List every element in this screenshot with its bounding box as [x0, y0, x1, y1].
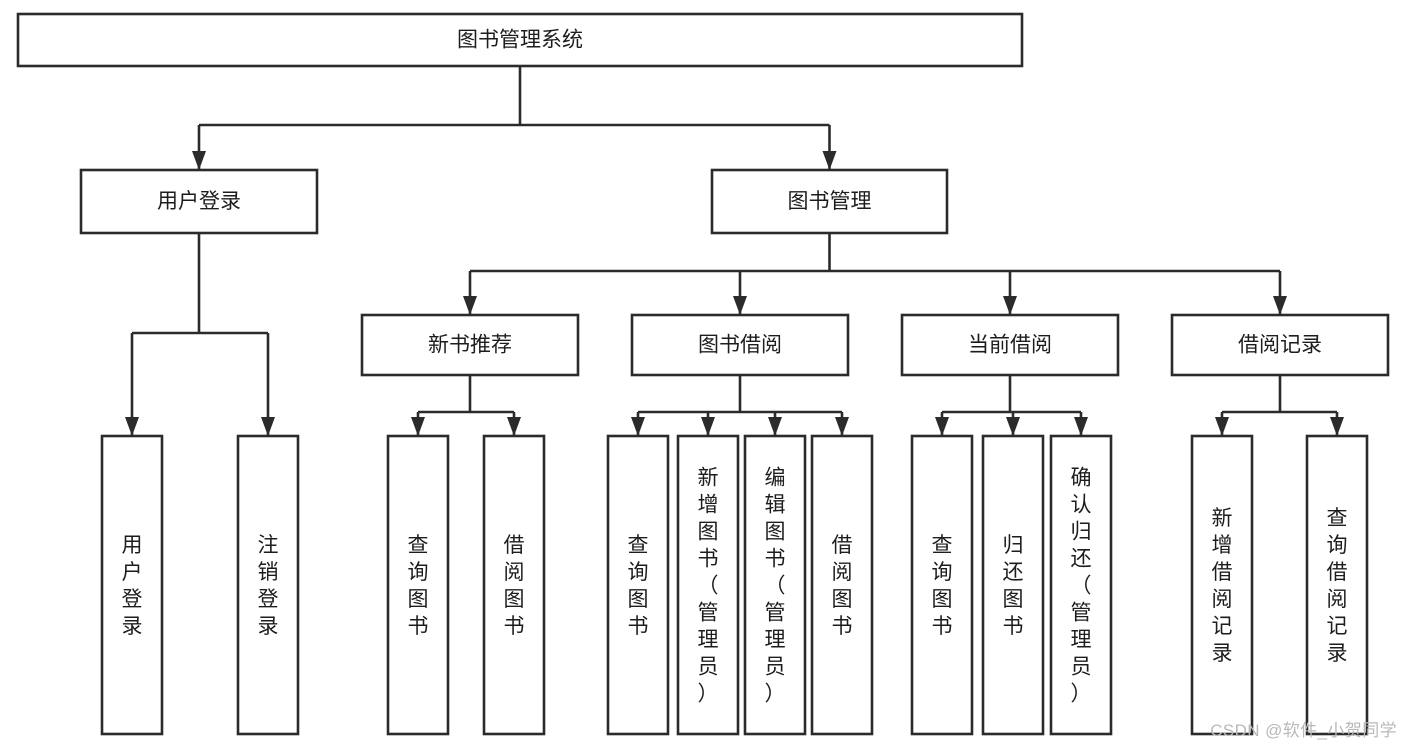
node-leaf-query-book-2[interactable]: 查询图书: [606, 434, 670, 736]
node-label-new-book-rec: 新书推荐: [428, 334, 512, 357]
node-box-book-manage[interactable]: [710, 168, 949, 235]
arrow-head-icon-borrow-record: [1273, 296, 1287, 315]
node-label-borrow-record: 借阅记录: [1238, 334, 1322, 357]
node-leaf-query-book-1[interactable]: 查询图书: [386, 434, 450, 736]
edges-layer: [125, 66, 1344, 436]
node-label-leaf-query-record: 查询借阅记录: [1327, 507, 1348, 665]
node-box-root[interactable]: [16, 12, 1024, 68]
csdn-watermark: CSDN @软件_小贺同学: [1210, 721, 1397, 740]
node-box-leaf-query-book-3[interactable]: [910, 434, 974, 736]
arrow-head-icon-leaf-query-record: [1330, 417, 1344, 436]
node-leaf-logout[interactable]: 注销登录: [236, 434, 300, 736]
node-leaf-add-book[interactable]: 新增图书（管理员）: [676, 434, 740, 736]
node-label-leaf-add-record: 新增借阅记录: [1212, 507, 1233, 665]
node-label-leaf-user-login: 用户登录: [122, 534, 143, 638]
node-box-current-borrow[interactable]: [900, 313, 1120, 377]
node-label-leaf-borrow-book-2: 借阅图书: [832, 534, 853, 638]
node-label-book-manage: 图书管理: [788, 190, 872, 213]
arrow-head-icon-leaf-user-login: [125, 417, 139, 436]
arrow-head-icon-new-book-rec: [463, 296, 477, 315]
node-box-leaf-return-book[interactable]: [981, 434, 1045, 736]
node-current-borrow[interactable]: 当前借阅: [900, 313, 1120, 377]
node-book-manage[interactable]: 图书管理: [710, 168, 949, 235]
node-label-user-login: 用户登录: [157, 190, 241, 213]
node-leaf-query-record[interactable]: 查询借阅记录: [1305, 434, 1369, 736]
node-label-leaf-add-book: 新增图书（管理员）: [698, 467, 719, 706]
arrow-head-icon-leaf-add-record: [1215, 417, 1229, 436]
arrow-head-icon-leaf-query-book-3: [935, 417, 949, 436]
node-box-leaf-confirm-return[interactable]: [1049, 434, 1113, 736]
node-label-leaf-query-book-1: 查询图书: [408, 534, 429, 638]
node-borrow-record[interactable]: 借阅记录: [1170, 313, 1390, 377]
arrow-head-icon-book-borrow: [733, 296, 747, 315]
arrow-head-icon-leaf-edit-book: [768, 417, 782, 436]
node-leaf-add-record[interactable]: 新增借阅记录: [1190, 434, 1254, 736]
node-leaf-confirm-return[interactable]: 确认归还（管理员）: [1049, 434, 1113, 736]
arrow-head-icon-leaf-query-book-2: [631, 417, 645, 436]
node-label-leaf-confirm-return: 确认归还（管理员）: [1071, 467, 1092, 706]
arrow-head-icon-leaf-borrow-book-2: [835, 417, 849, 436]
node-box-leaf-edit-book[interactable]: [743, 434, 807, 736]
node-new-book-rec[interactable]: 新书推荐: [360, 313, 580, 377]
node-box-leaf-add-record[interactable]: [1190, 434, 1254, 736]
node-box-leaf-query-book-2[interactable]: [606, 434, 670, 736]
arrow-head-icon-user-login: [192, 151, 206, 170]
arrow-head-icon-leaf-query-book-1: [411, 417, 425, 436]
arrow-head-icon-current-borrow: [1003, 296, 1017, 315]
node-box-book-borrow[interactable]: [630, 313, 850, 377]
node-label-leaf-logout: 注销登录: [258, 534, 279, 638]
arrow-head-icon-leaf-confirm-return: [1074, 417, 1088, 436]
node-label-current-borrow: 当前借阅: [968, 334, 1052, 357]
node-box-leaf-logout[interactable]: [236, 434, 300, 736]
node-leaf-borrow-book-1[interactable]: 借阅图书: [482, 434, 546, 736]
node-box-leaf-user-login[interactable]: [100, 434, 164, 736]
node-box-leaf-borrow-book-1[interactable]: [482, 434, 546, 736]
node-label-leaf-return-book: 归还图书: [1003, 534, 1024, 638]
node-box-leaf-borrow-book-2[interactable]: [810, 434, 874, 736]
arrow-head-icon-leaf-add-book: [701, 417, 715, 436]
node-book-borrow[interactable]: 图书借阅: [630, 313, 850, 377]
node-label-leaf-edit-book: 编辑图书（管理员）: [765, 467, 786, 706]
node-box-borrow-record[interactable]: [1170, 313, 1390, 377]
node-label-leaf-query-book-2: 查询图书: [628, 534, 649, 638]
node-box-leaf-add-book[interactable]: [676, 434, 740, 736]
node-box-leaf-query-book-1[interactable]: [386, 434, 450, 736]
node-leaf-user-login[interactable]: 用户登录: [100, 434, 164, 736]
node-root[interactable]: 图书管理系统: [16, 12, 1024, 68]
node-leaf-query-book-3[interactable]: 查询图书: [910, 434, 974, 736]
nodes-layer: 图书管理系统用户登录图书管理新书推荐图书借阅当前借阅借阅记录用户登录注销登录查询…: [16, 12, 1390, 736]
arrow-head-icon-leaf-borrow-book-1: [507, 417, 521, 436]
node-box-new-book-rec[interactable]: [360, 313, 580, 377]
node-leaf-return-book[interactable]: 归还图书: [981, 434, 1045, 736]
node-label-root: 图书管理系统: [457, 29, 583, 52]
node-label-leaf-borrow-book-1: 借阅图书: [504, 534, 525, 638]
node-label-book-borrow: 图书借阅: [698, 334, 782, 357]
arrow-head-icon-leaf-return-book: [1006, 417, 1020, 436]
arrow-head-icon-leaf-logout: [261, 417, 275, 436]
node-box-user-login[interactable]: [79, 168, 319, 235]
node-label-leaf-query-book-3: 查询图书: [932, 534, 953, 638]
node-leaf-edit-book[interactable]: 编辑图书（管理员）: [743, 434, 807, 736]
node-user-login[interactable]: 用户登录: [79, 168, 319, 235]
arrow-head-icon-book-manage: [822, 151, 837, 170]
node-box-leaf-query-record[interactable]: [1305, 434, 1369, 736]
node-leaf-borrow-book-2[interactable]: 借阅图书: [810, 434, 874, 736]
